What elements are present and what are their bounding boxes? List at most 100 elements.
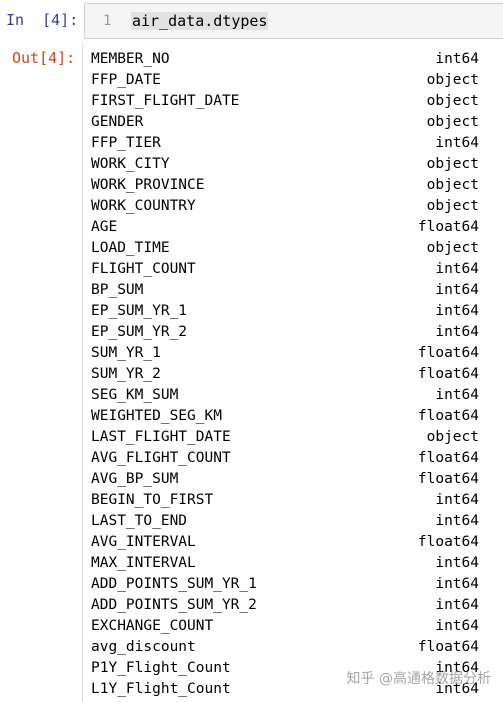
input-cell: In [4]: 1 air_data.dtypes (0, 0, 503, 42)
dtype-row: BEGIN_TO_FIRST int64 (91, 490, 479, 511)
column-dtype: int64 (435, 660, 479, 676)
column-name: WORK_PROVINCE (91, 177, 205, 193)
column-name: BP_SUM (91, 282, 144, 298)
column-name: LAST_TO_END (91, 513, 188, 529)
column-name: MEMBER_NO (91, 51, 170, 67)
column-name: WORK_CITY (91, 156, 170, 172)
column-name: EP_SUM_YR_2 (91, 324, 188, 340)
column-name: FLIGHT_COUNT (91, 261, 196, 277)
dtype-row: EP_SUM_YR_2 int64 (91, 322, 479, 343)
column-dtype: int64 (435, 618, 479, 634)
column-dtype: float64 (417, 366, 479, 382)
column-dtype: float64 (417, 639, 479, 655)
dtype-row: EXCHANGE_COUNT int64 (91, 616, 479, 637)
column-dtype: int64 (435, 576, 479, 592)
dtype-row: SUM_YR_2 float64 (91, 364, 479, 385)
column-name: GENDER (91, 114, 144, 130)
dtype-row: avg_discount float64 (91, 637, 479, 658)
column-dtype: object (426, 156, 479, 172)
column-dtype: float64 (417, 345, 479, 361)
dtype-row: BP_SUM int64 (91, 280, 479, 301)
column-dtype: object (426, 93, 479, 109)
dtype-row: WEIGHTED_SEG_KM float64 (91, 406, 479, 427)
dtype-row: AGE float64 (91, 217, 479, 238)
column-name: FIRST_FLIGHT_DATE (91, 93, 240, 109)
column-name: EP_SUM_YR_1 (91, 303, 188, 319)
column-name: AVG_BP_SUM (91, 471, 179, 487)
column-name: ADD_POINTS_SUM_YR_2 (91, 597, 257, 613)
column-dtype: int64 (435, 387, 479, 403)
dtype-row: SEG_KM_SUM int64 (91, 385, 479, 406)
dtype-row: LAST_TO_END int64 (91, 511, 479, 532)
column-name: WORK_COUNTRY (91, 198, 196, 214)
column-dtype: int64 (435, 282, 479, 298)
column-name: AVG_FLIGHT_COUNT (91, 450, 231, 466)
column-name: LOAD_TIME (91, 240, 170, 256)
column-dtype: float64 (417, 408, 479, 424)
column-dtype: object (426, 114, 479, 130)
column-name: SEG_KM_SUM (91, 387, 179, 403)
dtype-row: P1Y_Flight_Count int64 (91, 658, 479, 679)
column-name: L1Y_Flight_Count (91, 681, 231, 697)
dtype-row: AVG_INTERVAL float64 (91, 532, 479, 553)
output-prompt: Out[4]: (12, 49, 76, 67)
column-name: EXCHANGE_COUNT (91, 618, 214, 634)
dtype-row: L1Y_Flight_Count int64 (91, 679, 479, 700)
column-name: FFP_DATE (91, 72, 161, 88)
column-name: MAX_INTERVAL (91, 555, 196, 571)
dtype-row: LAST_FLIGHT_DATE object (91, 427, 479, 448)
column-name: avg_discount (91, 639, 196, 655)
input-prompt: In [4]: (6, 11, 79, 29)
column-dtype: int64 (435, 135, 479, 151)
column-dtype: float64 (417, 471, 479, 487)
column-name: WEIGHTED_SEG_KM (91, 408, 222, 424)
column-dtype: float64 (417, 450, 479, 466)
column-dtype: object (426, 240, 479, 256)
column-dtype: object (426, 72, 479, 88)
dtype-row: AVG_FLIGHT_COUNT float64 (91, 448, 479, 469)
column-dtype: int64 (435, 513, 479, 529)
dtype-row: WORK_COUNTRY object (91, 196, 479, 217)
dtype-row: ADD_POINTS_SUM_YR_1 int64 (91, 574, 479, 595)
column-name: BEGIN_TO_FIRST (91, 492, 214, 508)
column-name: SUM_YR_1 (91, 345, 161, 361)
code-editor[interactable]: 1 air_data.dtypes (84, 3, 503, 39)
column-dtype: int64 (435, 261, 479, 277)
dtype-row: MAX_INTERVAL int64 (91, 553, 479, 574)
dtype-row: GENDER object (91, 112, 479, 133)
dtype-row: LOAD_TIME object (91, 238, 479, 259)
dtype-row: EP_SUM_YR_1 int64 (91, 301, 479, 322)
column-dtype: int64 (435, 492, 479, 508)
dtype-row: WORK_PROVINCE object (91, 175, 479, 196)
column-name: AVG_INTERVAL (91, 534, 196, 550)
column-dtype: int64 (435, 303, 479, 319)
watermark-text: 知乎 @高通格数据分析 (346, 671, 491, 687)
column-name: P1Y_Flight_Count (91, 660, 231, 676)
code-line[interactable]: air_data.dtypes (131, 12, 269, 30)
dtype-row: SUM_YR_1 float64 (91, 343, 479, 364)
column-name: SUM_YR_2 (91, 366, 161, 382)
dtype-row: MEMBER_NO int64 (91, 49, 479, 70)
dtype-row: FFP_TIER int64 (91, 133, 479, 154)
line-number: 1 (103, 13, 112, 29)
column-dtype: object (426, 177, 479, 193)
column-dtype: int64 (435, 597, 479, 613)
column-dtype: object (426, 429, 479, 445)
column-dtype: int64 (435, 555, 479, 571)
column-dtype: int64 (435, 324, 479, 340)
column-dtype: float64 (417, 534, 479, 550)
column-name: LAST_FLIGHT_DATE (91, 429, 231, 445)
dtype-row: FFP_DATE object (91, 70, 479, 91)
column-dtype: float64 (417, 219, 479, 235)
dtype-row: FIRST_FLIGHT_DATE object (91, 91, 479, 112)
column-name: AGE (91, 219, 118, 235)
column-dtype: int64 (435, 681, 479, 697)
dtype-row: AVG_BP_SUM float64 (91, 469, 479, 490)
dtype-row: WORK_CITY object (91, 154, 479, 175)
column-dtype: int64 (435, 51, 479, 67)
column-dtype: object (426, 198, 479, 214)
column-name: ADD_POINTS_SUM_YR_1 (91, 576, 257, 592)
column-name: FFP_TIER (91, 135, 161, 151)
dtype-row: ADD_POINTS_SUM_YR_2 int64 (91, 595, 479, 616)
